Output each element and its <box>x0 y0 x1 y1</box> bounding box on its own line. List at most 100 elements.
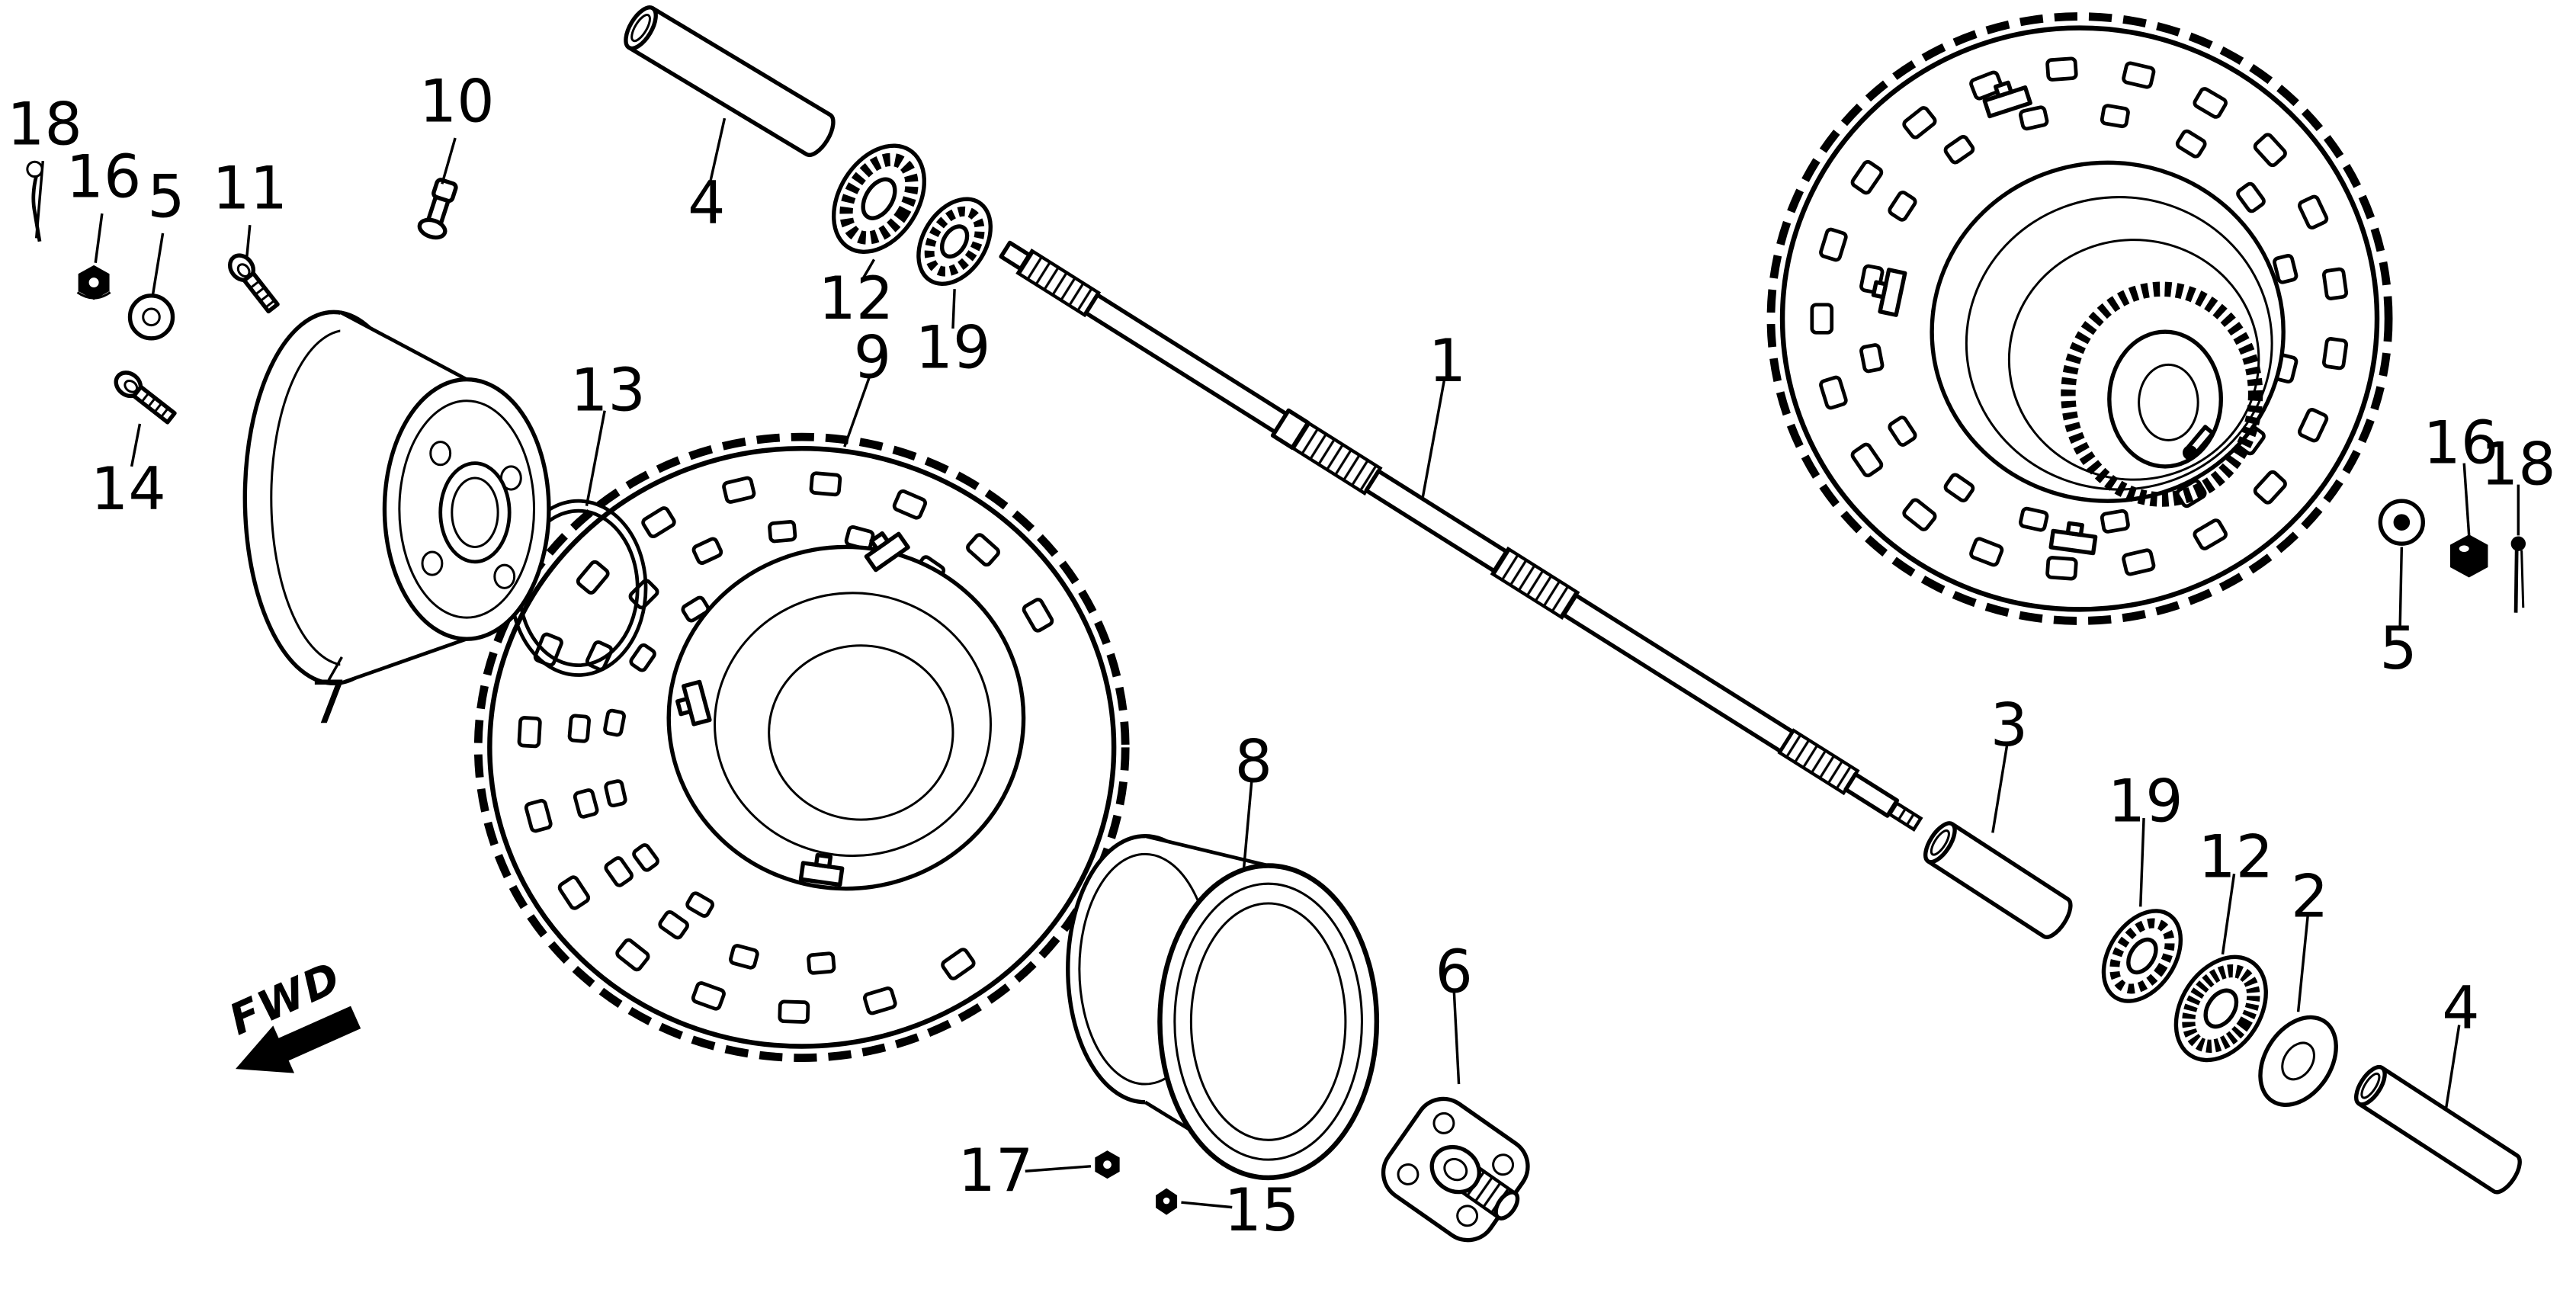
hub-bolt-hole <box>1492 1153 1515 1176</box>
callout-label-spacer-tube-bottom: 4 <box>2442 974 2479 1043</box>
tread-knob <box>2100 508 2130 534</box>
callout-leader-seal-right <box>2139 817 2145 907</box>
bearing-right-bore <box>2203 988 2239 1029</box>
axle-spline-2 <box>1290 420 1383 496</box>
callout-label-flange-nut-right: 16 <box>2424 409 2499 478</box>
callout-label-spacer-collar: 3 <box>1991 691 2028 760</box>
seal-right-group <box>2101 909 2183 1003</box>
callout-leader-seal-left <box>951 289 956 329</box>
tread-knob <box>1969 537 2004 567</box>
callout-label-washer-left: 5 <box>147 162 184 231</box>
band8-barrel-top <box>1144 834 1269 868</box>
rim-right-well-shading <box>2061 281 2263 507</box>
tread-knob <box>2193 87 2228 119</box>
tread-knob <box>603 708 626 737</box>
callout-leader-hub-flange <box>1452 988 1461 1085</box>
wheel-assembly-right <box>1766 12 2393 625</box>
callout-leader-nut-15 <box>1181 1201 1233 1209</box>
axle-section-2 <box>1364 469 1509 573</box>
tube4-top-open-end <box>624 5 658 51</box>
axle-spline-3 <box>1490 546 1580 621</box>
flange-nut-left-flange <box>76 291 111 300</box>
rim-right-barrel <box>2007 239 2260 481</box>
spacer-tube-bottom-group <box>2353 1064 2522 1195</box>
tube4-top-body <box>627 6 836 157</box>
hub-bolt-hole <box>1456 1205 1479 1227</box>
tire-left-inner-arc2 <box>768 644 954 821</box>
flange-nut-right-highlight <box>2459 545 2469 552</box>
hub-center-hole <box>1443 1157 1468 1182</box>
seal-right-ring <box>2109 918 2175 994</box>
tread-knob <box>604 779 627 808</box>
bearing-right-race <box>2182 964 2260 1053</box>
tread-knob <box>1969 70 2004 101</box>
callout-label-bolt-11: 11 <box>212 155 287 223</box>
washer-right-group <box>2378 499 2426 546</box>
callout-label-bolt-14: 14 <box>91 455 166 524</box>
callout-label-seal-left: 19 <box>916 314 991 383</box>
callout-leader-cotter-pin-left <box>34 161 45 239</box>
tread-knob <box>1859 343 1885 374</box>
tread-knob <box>2273 253 2299 284</box>
callout-label-axle-shaft: 1 <box>1429 327 1466 396</box>
callout-leader-bearing-left <box>861 258 876 281</box>
tread-knob <box>809 471 842 497</box>
tread-knob <box>658 909 689 940</box>
tread-knob <box>2019 105 2049 131</box>
bearing-right-group <box>2173 954 2268 1063</box>
tread-knob <box>2321 267 2349 300</box>
rim7-face-ring <box>398 399 536 619</box>
tread-knob <box>1022 598 1054 633</box>
callout-label-nut-15: 15 <box>1224 1176 1300 1245</box>
tube4-bottom-bore <box>2360 1072 2381 1099</box>
washer-right-bore <box>2393 514 2411 531</box>
tread-knob <box>1819 227 1848 262</box>
callout-leader-spacer-tube-top <box>708 117 727 184</box>
rim7-barrel-top <box>339 310 468 381</box>
bead-clamp-tab <box>1982 80 2032 119</box>
axle-spline-1 <box>1015 249 1102 318</box>
tire-left-bead-opening <box>666 544 1026 891</box>
fwd-marker: FWD <box>222 953 361 1073</box>
washer2-outer <box>2258 1015 2338 1108</box>
rim7-face <box>382 377 551 641</box>
rim-right-center-hole <box>2107 329 2224 469</box>
callout-label-washer-right: 5 <box>2379 614 2417 683</box>
tread-knob <box>1888 191 1917 222</box>
callout-leader-axle-shaft <box>1421 380 1445 499</box>
callout-label-nut-17: 17 <box>958 1137 1034 1205</box>
callout-label-flange-nut-left: 16 <box>66 143 142 212</box>
collar3-body <box>1926 822 2073 939</box>
bead-clamp-tab <box>864 531 910 573</box>
tread-knob <box>1819 375 1848 410</box>
lug-hole <box>421 550 444 576</box>
collar3-bore <box>1930 829 1950 856</box>
callout-label-wheel-rim-left: 7 <box>310 669 348 737</box>
tread-knob <box>1888 415 1917 447</box>
tread-knob <box>2122 548 2156 576</box>
tread-knob <box>573 788 599 819</box>
hub-bolt-hole <box>1397 1163 1420 1185</box>
cotter-pin-left-shaft <box>31 175 42 242</box>
callout-leader-bolt-14 <box>130 423 142 467</box>
nut17-hole <box>1103 1160 1112 1169</box>
valve-stem-group <box>417 178 458 240</box>
callout-leader-valve-stem <box>441 137 457 184</box>
rim-right-bore <box>2138 363 2199 441</box>
tread-knob <box>681 595 711 623</box>
band8-big-lip <box>1157 863 1380 1181</box>
callout-leader-o-ring <box>585 410 606 506</box>
nut-17-group <box>1095 1150 1120 1179</box>
tread-knob <box>2298 194 2329 229</box>
spacer-collar-group <box>1923 821 2073 939</box>
tread-knob <box>517 716 542 749</box>
wheel-rim-left-group <box>242 310 551 686</box>
washer-left-bore <box>142 307 161 327</box>
callout-label-bearing-right: 12 <box>2198 823 2273 892</box>
nut-15-group <box>1156 1188 1178 1215</box>
washer-2-group <box>2258 1015 2338 1108</box>
tire-left-group <box>473 432 1130 1062</box>
tread-knob <box>966 533 1000 567</box>
tread-knob <box>2236 181 2266 213</box>
